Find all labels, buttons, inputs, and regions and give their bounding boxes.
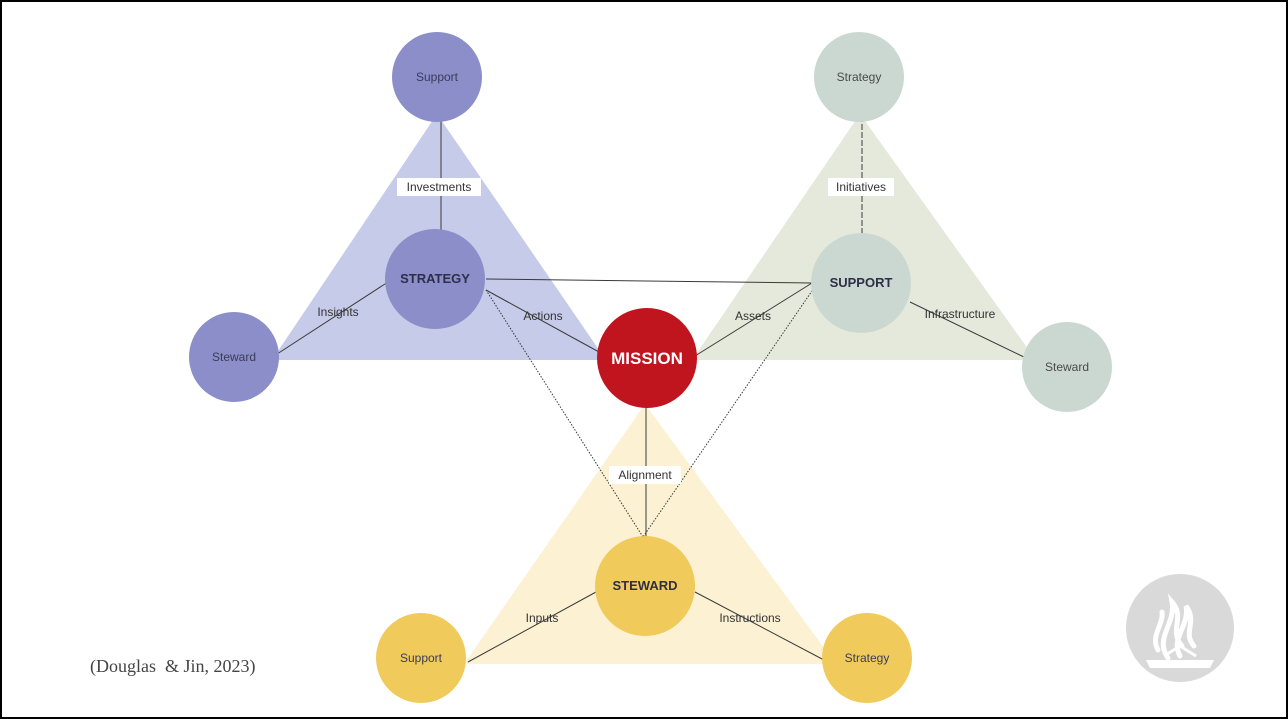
- node-strategy-center: STRATEGY: [385, 229, 485, 329]
- label-inputs: Inputs: [526, 611, 559, 625]
- line-support-steward: [642, 287, 815, 538]
- label-infrastructure: Infrastructure: [925, 307, 996, 321]
- connector-lines: [273, 116, 1027, 663]
- line-support-steward-right: [909, 301, 1027, 359]
- svg-text:Support: Support: [416, 70, 459, 84]
- svg-text:STEWARD: STEWARD: [613, 578, 678, 593]
- node-bottom-support: Support: [376, 613, 466, 703]
- svg-text:SUPPORT: SUPPORT: [830, 275, 893, 290]
- line-steward-support-bottom: [467, 591, 597, 663]
- node-right-steward: Steward: [1022, 322, 1112, 412]
- svg-text:MISSION: MISSION: [611, 349, 683, 368]
- steward-triangle: [464, 404, 836, 664]
- label-insights: Insights: [317, 305, 358, 319]
- line-strategy-support: [485, 278, 813, 284]
- svg-text:Steward: Steward: [212, 350, 256, 364]
- node-support-center: SUPPORT: [811, 233, 911, 333]
- citation: (Douglas & Jin, 2023): [90, 656, 256, 676]
- node-bottom-strategy: Strategy: [822, 613, 912, 703]
- label-initiatives: Initiatives: [836, 180, 886, 194]
- line-strategy-mission: [485, 289, 600, 353]
- line-steward-strategy-bottom: [694, 591, 825, 661]
- label-instructions: Instructions: [719, 611, 780, 625]
- node-top-support: Support: [392, 32, 482, 122]
- svg-text:Strategy: Strategy: [837, 70, 882, 84]
- svg-text:Steward: Steward: [1045, 360, 1089, 374]
- line-strategy-steward: [485, 289, 644, 538]
- adventist-flame-logo-icon: [1126, 574, 1234, 682]
- label-assets: Assets: [735, 309, 771, 323]
- label-alignment: Alignment: [618, 468, 672, 482]
- node-steward-center: STEWARD: [595, 536, 695, 636]
- node-left-steward: Steward: [189, 312, 279, 402]
- node-mission: MISSION: [597, 308, 697, 408]
- line-support-mission: [694, 282, 813, 357]
- svg-text:Support: Support: [400, 651, 443, 665]
- label-investments: Investments: [407, 180, 472, 194]
- svg-text:STRATEGY: STRATEGY: [400, 271, 470, 286]
- node-top-strategy: Strategy: [814, 32, 904, 122]
- edge-labels: Investments Insights Actions Initiatives…: [317, 178, 996, 625]
- label-actions: Actions: [523, 309, 562, 323]
- svg-text:Strategy: Strategy: [845, 651, 890, 665]
- line-steward-strategy: [273, 281, 389, 357]
